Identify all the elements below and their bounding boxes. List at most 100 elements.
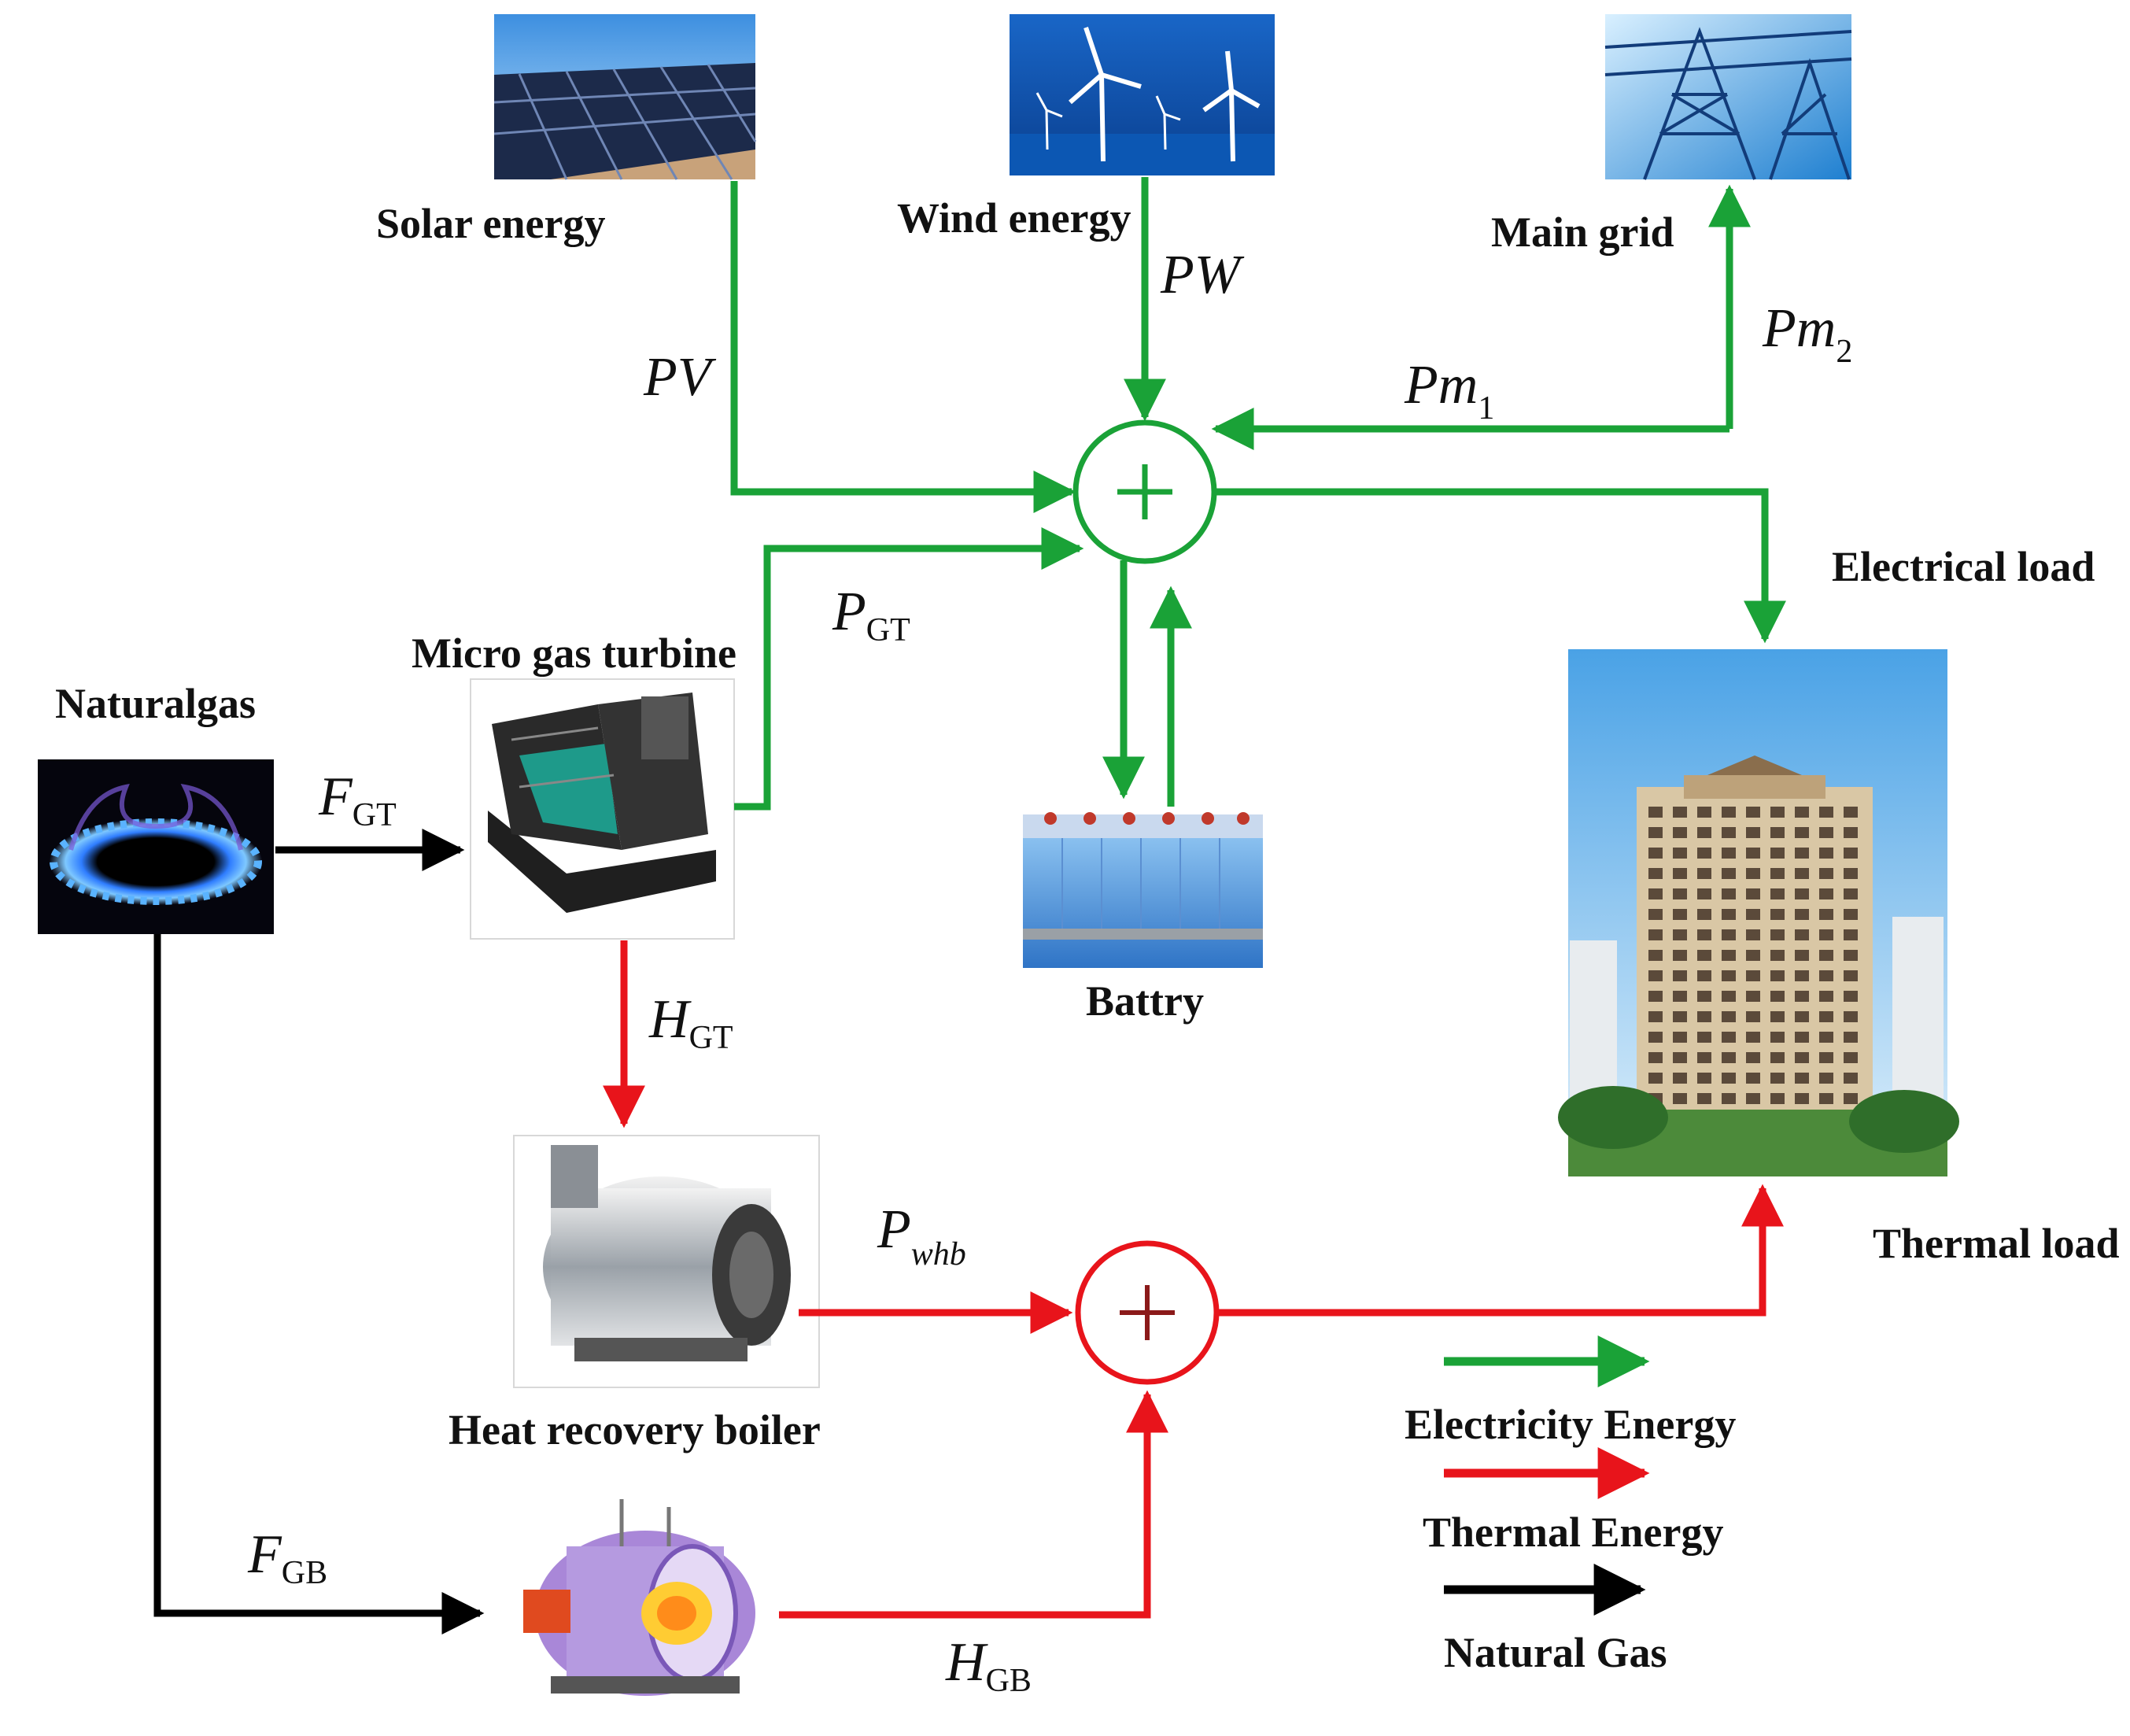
building-window (1795, 929, 1809, 940)
building-window (1648, 970, 1663, 981)
building-window (1844, 848, 1858, 859)
building-window (1795, 1052, 1809, 1063)
micro-gas-turbine-label: Micro gas turbine (412, 630, 736, 677)
building-window (1722, 909, 1736, 920)
pm2-label: Pm2 (1762, 298, 1852, 370)
building-window (1770, 970, 1785, 981)
building-window (1697, 848, 1711, 859)
building-window (1673, 929, 1687, 940)
building-window (1770, 848, 1785, 859)
building-window (1795, 868, 1809, 879)
building-window (1795, 848, 1809, 859)
solar-energy-label: Solar energy (376, 200, 605, 247)
building-window (1673, 868, 1687, 879)
building-window (1819, 868, 1833, 879)
hgb-flow-line (779, 1390, 1168, 1619)
building-window (1770, 1093, 1785, 1104)
building-window (1648, 888, 1663, 899)
building-window (1819, 848, 1833, 859)
building-window (1819, 909, 1833, 920)
hgb-label: HGB (945, 1632, 1032, 1699)
building-window (1722, 868, 1736, 879)
building-window (1697, 807, 1711, 818)
building-window (1770, 909, 1785, 920)
building-window (1673, 888, 1687, 899)
building-window (1844, 1052, 1858, 1063)
building-window (1673, 909, 1687, 920)
building-window (1746, 848, 1760, 859)
building-window (1844, 888, 1858, 899)
thermal-summing-node (1075, 1240, 1220, 1385)
building-window (1648, 950, 1663, 961)
building-window (1648, 807, 1663, 818)
building-window (1770, 950, 1785, 961)
building-window (1722, 888, 1736, 899)
building-window (1819, 1093, 1833, 1104)
building-window (1770, 1011, 1785, 1022)
building-window (1770, 991, 1785, 1002)
building-window (1648, 848, 1663, 859)
building-window (1844, 991, 1858, 1002)
building-window (1844, 950, 1858, 961)
building-window (1844, 970, 1858, 981)
building-window (1795, 1093, 1809, 1104)
legend-thermal-label: Thermal Energy (1423, 1509, 1723, 1556)
building-window (1746, 1032, 1760, 1043)
generator-icon (470, 678, 735, 940)
building-window (1697, 1093, 1711, 1104)
building-window (1746, 807, 1760, 818)
heat-recovery-boiler-label: Heat recovery boiler (449, 1406, 821, 1453)
building-window (1722, 991, 1736, 1002)
building-icon (1558, 649, 1959, 1176)
building-window (1770, 1052, 1785, 1063)
building-window (1673, 1011, 1687, 1022)
battery-label: Battry (1086, 977, 1204, 1025)
pgt-flow-line (734, 527, 1084, 811)
electrical-load-label: Electrical load (1832, 543, 2095, 590)
building-window (1746, 991, 1760, 1002)
building-window (1722, 1052, 1736, 1063)
fgb-label: FGB (247, 1524, 327, 1591)
building-window (1770, 1073, 1785, 1084)
building-window (1722, 1032, 1736, 1043)
battery-icon (1017, 807, 1270, 972)
building-window (1819, 827, 1833, 838)
building-window (1844, 909, 1858, 920)
building-window (1648, 1073, 1663, 1084)
building-window (1673, 950, 1687, 961)
building-window (1795, 909, 1809, 920)
solar-panel-icon (493, 14, 757, 180)
building-window (1746, 929, 1760, 940)
wind-turbine-icon (1010, 14, 1275, 175)
building-window (1819, 1052, 1833, 1063)
wind-energy-label: Wind energy (897, 194, 1131, 242)
building-window (1697, 929, 1711, 940)
building-window (1746, 1093, 1760, 1104)
building-window (1746, 1011, 1760, 1022)
building-window (1844, 929, 1858, 940)
building-window (1673, 970, 1687, 981)
natural-gas-label: Naturalgas (55, 680, 256, 727)
building-window (1673, 1093, 1687, 1104)
building-window (1697, 1073, 1711, 1084)
building-window (1844, 1011, 1858, 1022)
building-window (1697, 909, 1711, 920)
boiler-icon (513, 1135, 820, 1388)
building-window (1770, 1032, 1785, 1043)
building-window (1795, 950, 1809, 961)
building-window (1697, 950, 1711, 961)
building-window (1844, 868, 1858, 879)
building-window (1697, 1011, 1711, 1022)
building-window (1770, 827, 1785, 838)
pv-flow-line (730, 181, 1076, 513)
building-window (1697, 970, 1711, 981)
building-window (1673, 827, 1687, 838)
building-window (1648, 929, 1663, 940)
main-grid-label: Main grid (1491, 209, 1674, 256)
building-window (1819, 1011, 1833, 1022)
transmission-tower-icon (1604, 14, 1852, 180)
building-window (1673, 1032, 1687, 1043)
building-window (1795, 827, 1809, 838)
building-window (1795, 1073, 1809, 1084)
building-window (1722, 1073, 1736, 1084)
